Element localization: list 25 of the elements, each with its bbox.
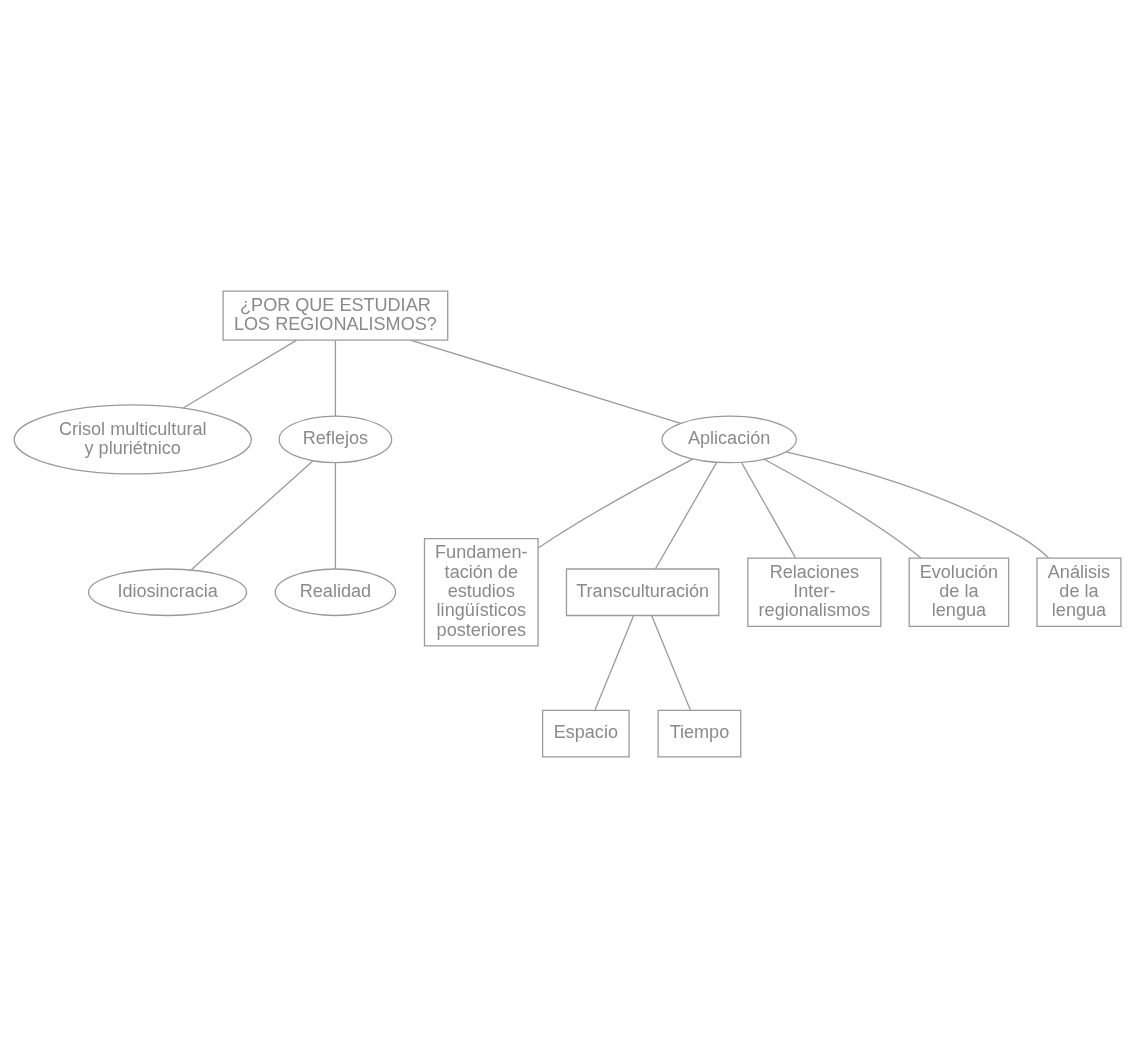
connector — [334, 339, 337, 417]
connector — [651, 615, 691, 711]
connector — [763, 458, 922, 559]
node-ellipse: Crisol multicultural y pluriétnico — [13, 404, 252, 475]
node-box: Relaciones Inter- regionalismos — [747, 557, 882, 628]
node-box: Transculturación — [565, 568, 720, 617]
node-box: Fundamen- tación de estudios lingüísticos posteriores — [423, 538, 539, 647]
node-box: Tiempo — [657, 709, 742, 758]
node-ellipse: Realidad — [274, 568, 397, 617]
node-ellipse: Reflejos — [278, 415, 393, 464]
connector — [410, 339, 682, 424]
node-ellipse: Idiosincracia — [87, 568, 248, 617]
node-box: ¿POR QUE ESTUDIAR LOS REGIONALISMOS? — [222, 290, 449, 341]
connector — [654, 462, 718, 570]
connector — [594, 615, 635, 711]
connector — [334, 462, 337, 570]
node-box: Espacio — [541, 709, 630, 758]
connector — [190, 460, 314, 571]
node-box: Evolución de la lengua — [908, 557, 1010, 628]
node-ellipse: Aplicación — [661, 415, 797, 464]
connector — [785, 451, 1050, 559]
connector — [741, 462, 797, 559]
connector — [182, 339, 297, 409]
connector — [537, 458, 694, 549]
node-box: Análisis de la lengua — [1036, 557, 1122, 628]
